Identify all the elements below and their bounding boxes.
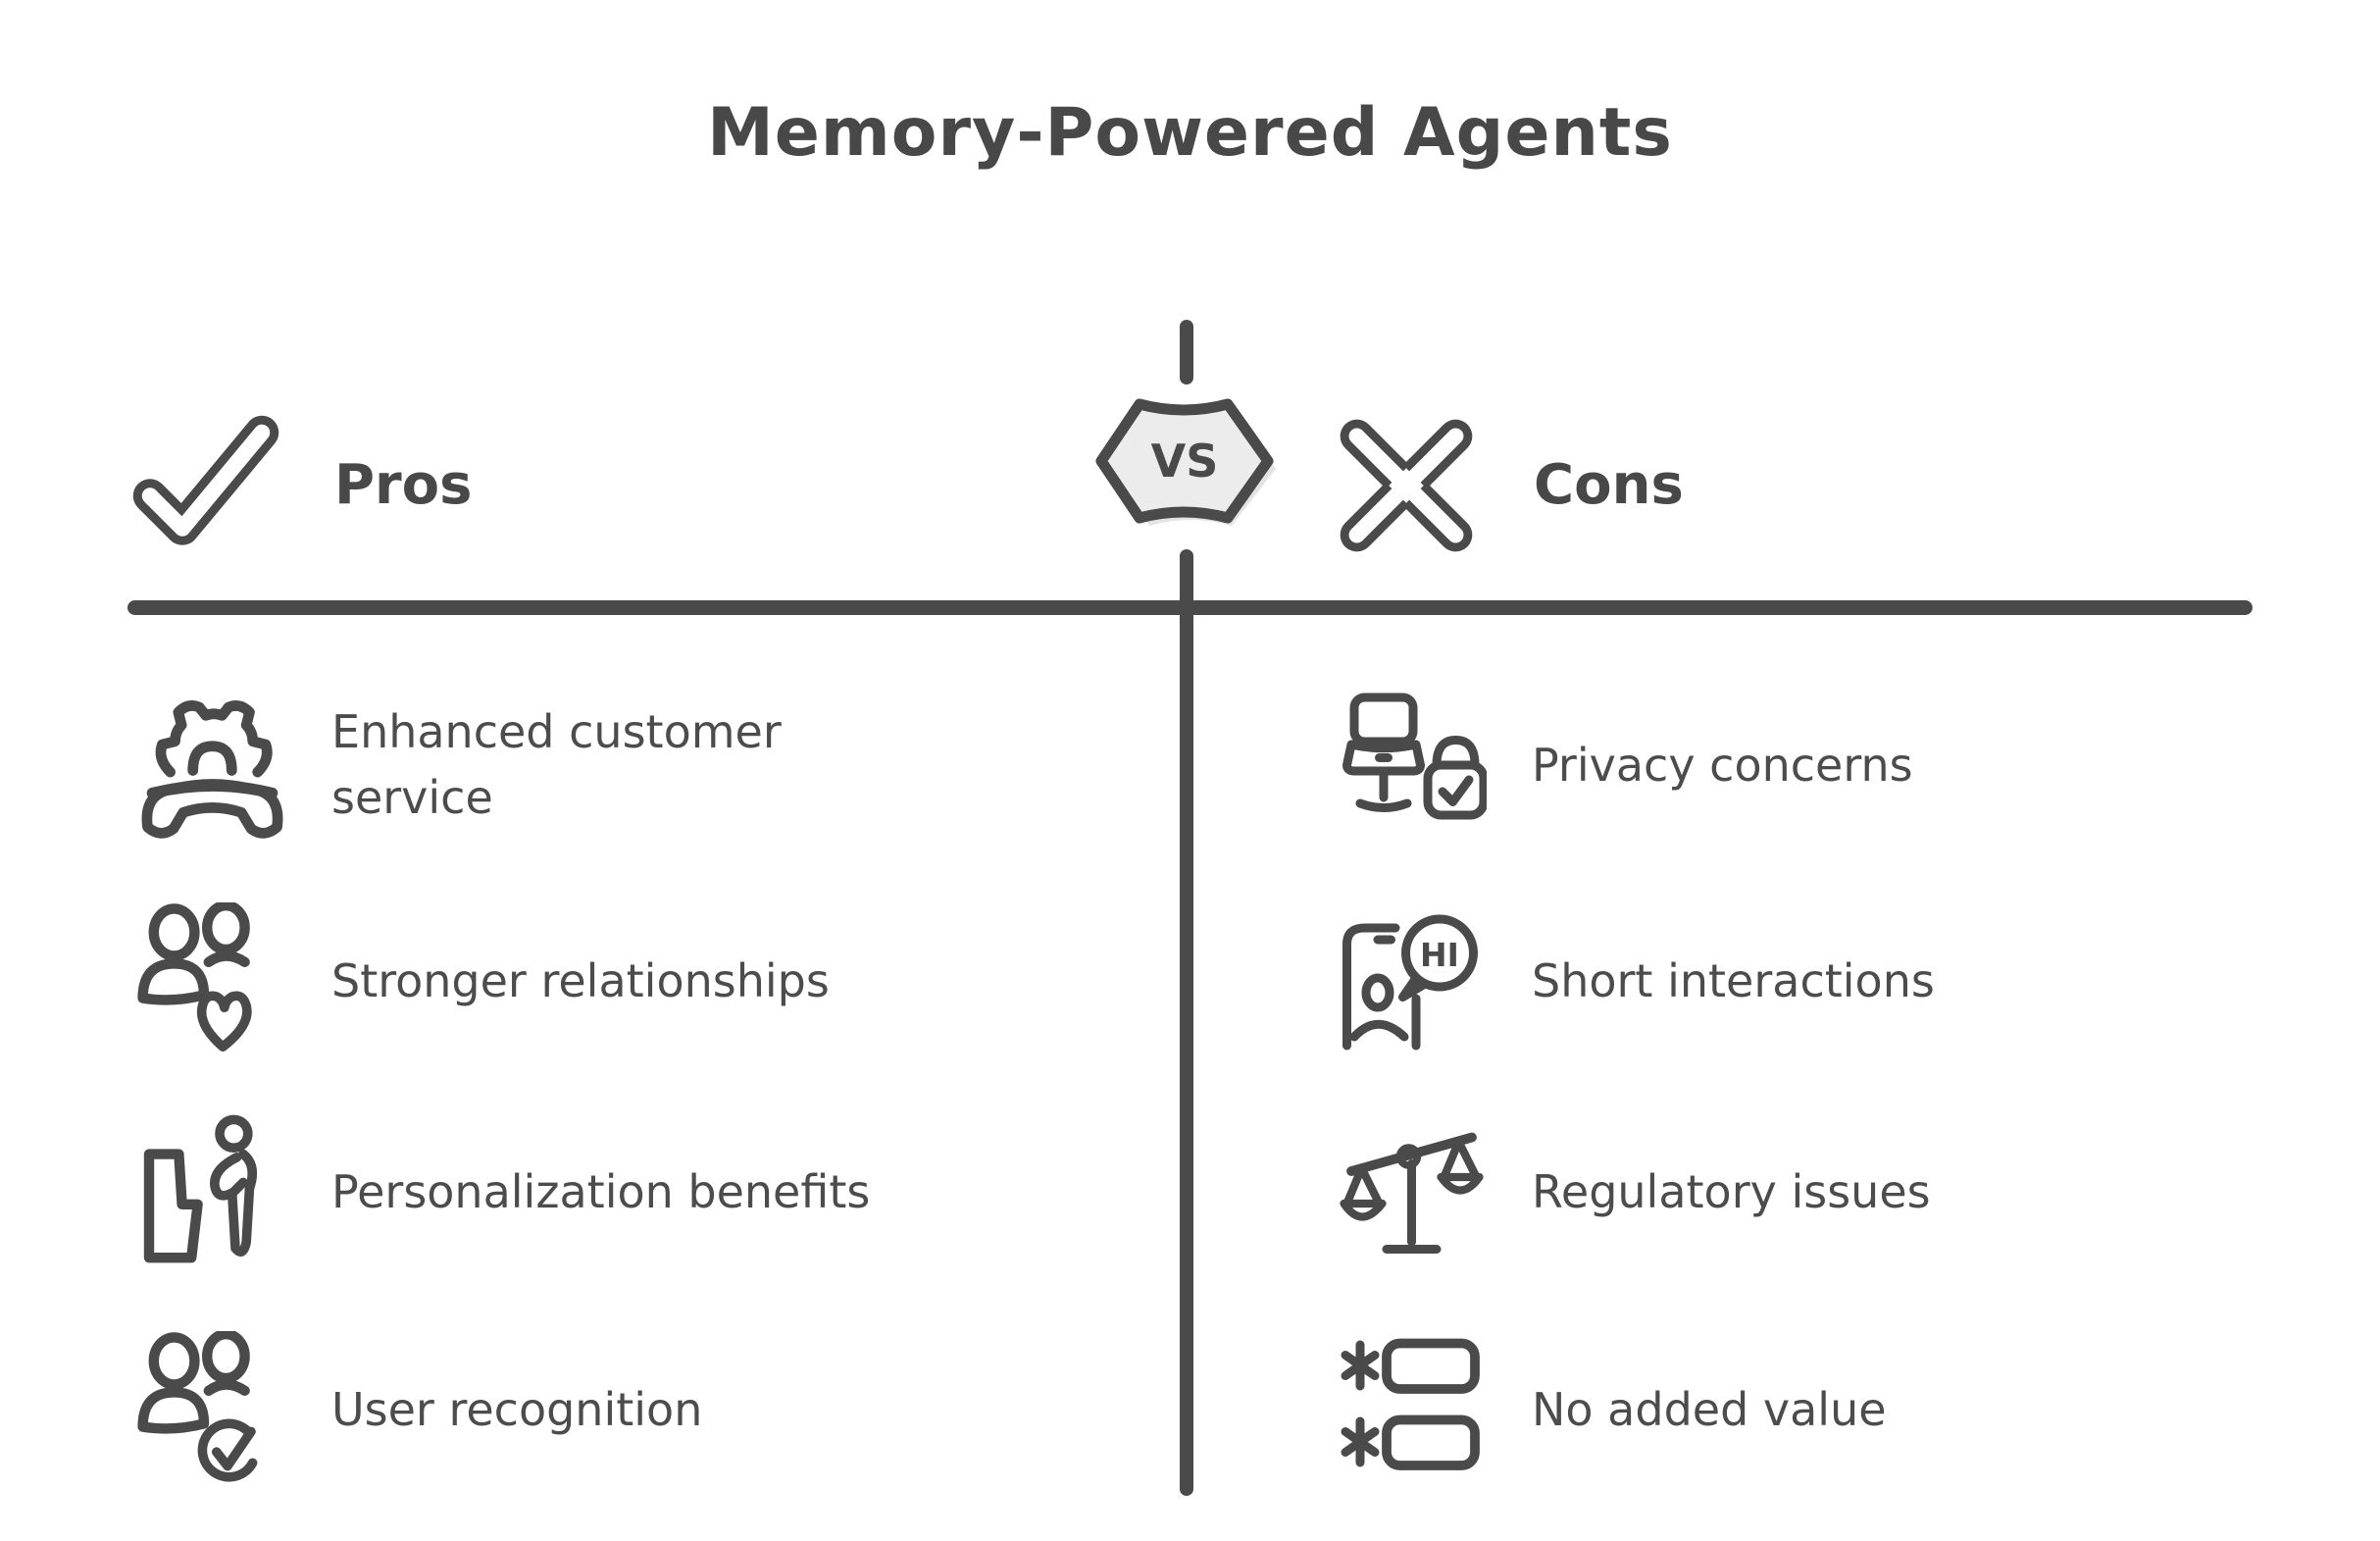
user-recognition-icon (124, 1321, 300, 1498)
privacy-lock-icon (1336, 680, 1491, 851)
personalization-icon (124, 1104, 300, 1280)
scales-icon (1336, 1106, 1491, 1278)
vs-badge-hexagon (1095, 398, 1274, 524)
cons-header: Cons (1334, 404, 1684, 566)
relationships-icon (124, 893, 300, 1069)
x-icon (1334, 413, 1479, 558)
check-icon (132, 412, 279, 559)
pros-item-row: Personalization benefits (124, 1104, 870, 1280)
vertical-divider-top (1180, 320, 1193, 385)
cons-item-row: Privacy concerns (1336, 677, 1913, 853)
hi-bubble-text: HI (1420, 936, 1459, 974)
pros-item-label: Enhanced customer service (331, 705, 782, 824)
cons-item-row: No added value (1336, 1321, 1887, 1498)
pros-item-row: Stronger relationships (124, 893, 830, 1069)
cons-item-label: Short interactions (1532, 953, 1935, 1007)
pros-header: Pros (132, 404, 472, 566)
cons-item-row: Regulatory issues (1336, 1104, 1931, 1280)
pros-item-row: Enhanced customer service (124, 677, 841, 853)
cons-item-label: Privacy concerns (1532, 738, 1913, 792)
cons-item-row: HI Short interactions (1336, 893, 1935, 1069)
cons-header-label: Cons (1534, 453, 1684, 517)
page-title: Memory-Powered Agents (707, 94, 1673, 172)
no-value-list-icon (1336, 1324, 1491, 1496)
pros-header-label: Pros (334, 453, 473, 517)
cons-item-label: Regulatory issues (1532, 1164, 1931, 1218)
pros-item-label: User recognition (331, 1382, 703, 1436)
chat-hi-icon: HI (1336, 896, 1491, 1067)
cons-item-label: No added value (1532, 1382, 1887, 1436)
vs-badge-label: VS (1151, 435, 1219, 488)
pros-item-label: Personalization benefits (331, 1164, 871, 1218)
vs-badge: VS (1090, 383, 1283, 543)
pros-item-label: Stronger relationships (331, 953, 830, 1007)
customer-service-icon (124, 677, 300, 853)
vertical-divider-bottom (1180, 549, 1193, 1496)
pros-item-row: User recognition (124, 1321, 702, 1498)
